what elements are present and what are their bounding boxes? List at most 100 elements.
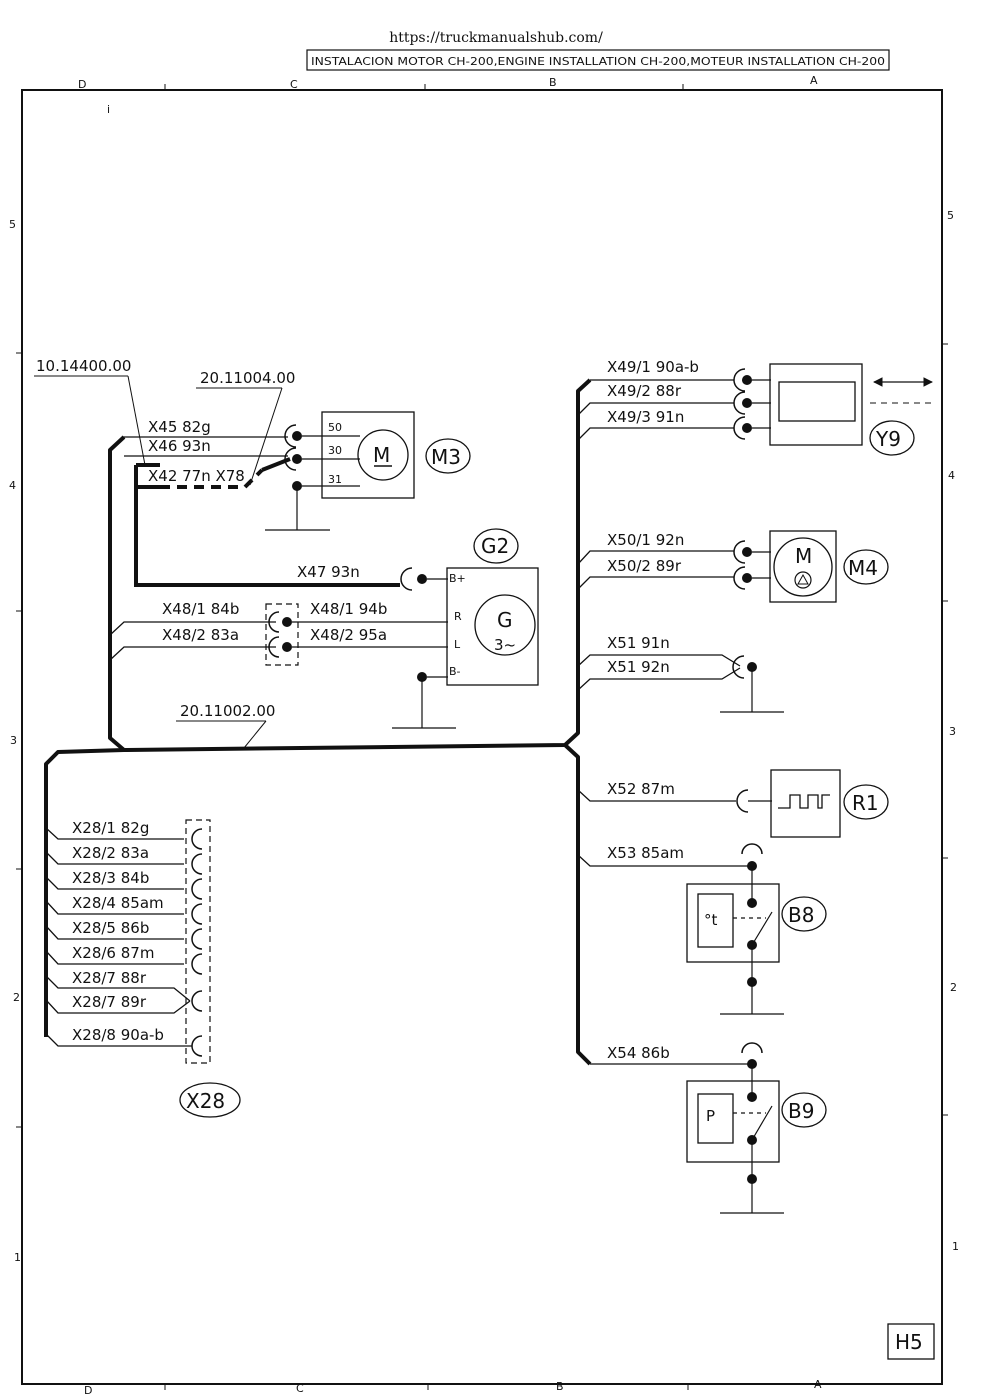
grid-column-marks — [164, 84, 689, 1390]
drawing-title: INSTALACION MOTOR CH-200,ENGINE INSTALLA… — [311, 55, 885, 68]
wire-x45: X45 82g — [148, 418, 211, 436]
m4-symbol: M — [795, 544, 812, 568]
wire-x52: X52 87m — [607, 780, 675, 798]
wire-x47: X47 93n — [297, 563, 360, 581]
x48-wires — [109, 621, 448, 661]
wire-x48-2b: X48/2 95a — [310, 626, 387, 644]
m4-label: M4 — [848, 556, 878, 580]
wire-x53: X53 85am — [607, 844, 684, 862]
g2-terminal-r: R — [454, 610, 462, 623]
m3-symbol: M — [373, 443, 390, 467]
grid-col-d-bottom: D — [84, 1384, 92, 1397]
right-branch-wires — [577, 379, 752, 1065]
r1-sensor-box — [770, 769, 841, 838]
x28-pin-6: X28/6 87m — [72, 944, 154, 962]
wire-x50-2: X50/2 89r — [607, 557, 682, 575]
source-url: https://truckmanualshub.com/ — [389, 30, 603, 46]
x28-sockets — [191, 828, 203, 1057]
m3-starter-box — [321, 411, 415, 499]
wire-x51-1: X51 91n — [607, 634, 670, 652]
m3-terminal-31: 31 — [328, 473, 342, 486]
harness-branch-g2 — [134, 465, 400, 587]
x28-pin-3: X28/3 84b — [72, 869, 149, 887]
drawing-frame — [21, 89, 943, 1385]
g2-terminal-bminus: B- — [449, 665, 461, 678]
grid-col-a-top: A — [810, 74, 818, 87]
b9-symbol: P — [706, 1107, 715, 1125]
y9-connectors — [733, 368, 746, 440]
g2-alternator-box — [446, 567, 539, 686]
grid-row-1-left: 1 — [14, 1251, 21, 1264]
m3-connectors — [284, 424, 297, 471]
wire-x42: X42 77n X78 — [148, 467, 245, 485]
harness-ref-trunk: 20.11002.00 — [180, 702, 275, 720]
grid-row-3-left: 3 — [10, 734, 17, 747]
harness-branch-x42-dashed — [160, 468, 264, 489]
grid-col-b-bottom: B — [556, 1380, 564, 1393]
b8-label: B8 — [788, 903, 814, 927]
x28-wires — [45, 827, 192, 1047]
wire-x49-3: X49/3 91n — [607, 408, 684, 426]
r1-pulse-symbol — [778, 794, 830, 809]
b8-symbol: °t — [704, 911, 718, 929]
g2-phase: 3~ — [494, 636, 516, 654]
g2-generator-symbol — [474, 594, 536, 656]
grid-col-d-top: D — [78, 78, 86, 91]
harness-branch-x42-b — [134, 465, 160, 489]
x28-pin-1: X28/1 82g — [72, 819, 149, 837]
wire-x54: X54 86b — [607, 1044, 670, 1062]
sheet-id: H5 — [895, 1330, 923, 1354]
grid-row-5-left: 5 — [9, 218, 16, 231]
m3-wires — [109, 436, 288, 457]
wire-x46: X46 93n — [148, 437, 211, 455]
x28-pin-8: X28/8 90a-b — [72, 1026, 164, 1044]
grid-row-3-right: 3 — [949, 725, 956, 738]
x48-connector-housing — [265, 603, 299, 666]
m4-motor-box — [769, 530, 837, 603]
grid-row-2-right: 2 — [950, 981, 957, 994]
wire-x49-1: X49/1 90a-b — [607, 358, 699, 376]
x28-pin-4: X28/4 85am — [72, 894, 164, 912]
wire-x48-1a: X48/1 84b — [162, 600, 239, 618]
grid-col-c-bottom: C — [296, 1382, 304, 1395]
m3-terminal-30: 30 — [328, 444, 342, 457]
grid-row-4-right: 4 — [948, 469, 955, 482]
x28-label: X28 — [186, 1089, 225, 1113]
x28-pin-2: X28/2 83a — [72, 844, 149, 862]
grid-col-a-bottom: A — [814, 1378, 822, 1391]
b9-label: B9 — [788, 1099, 814, 1123]
harness-trunk — [44, 378, 592, 1066]
g2-terminal-bplus: B+ — [449, 572, 466, 585]
grid-row-2-left: 2 — [13, 991, 20, 1004]
wire-x48-2a: X48/2 83a — [162, 626, 239, 644]
sheet-id-box — [887, 1323, 935, 1360]
grid-row-5-right: 5 — [947, 209, 954, 222]
wire-x51-2: X51 92n — [607, 658, 670, 676]
grid-col-b-top: B — [549, 76, 557, 89]
x28-pin-5: X28/5 86b — [72, 919, 149, 937]
grid-col-c-top: C — [290, 78, 298, 91]
m3-label: M3 — [431, 445, 461, 469]
wire-x49-2: X49/2 88r — [607, 382, 682, 400]
r1-label: R1 — [852, 791, 879, 815]
b9-switch-box — [686, 1080, 780, 1163]
grid-row-4-left: 4 — [9, 479, 16, 492]
y9-valve-box — [769, 363, 863, 446]
m3-motor-symbol — [357, 429, 409, 481]
stray-mark: i — [107, 103, 110, 116]
wire-x50-1: X50/1 92n — [607, 531, 684, 549]
b8-switch-box — [686, 883, 780, 963]
harness-ref-main: 10.14400.00 — [36, 357, 131, 375]
y9-label: Y9 — [875, 427, 901, 451]
x28-pin-7a: X28/7 88r — [72, 969, 147, 987]
grid-row-marks — [16, 343, 948, 1128]
x28-pin-7b: X28/7 89r — [72, 993, 147, 1011]
title-block — [306, 49, 890, 71]
g2-symbol: G — [497, 608, 513, 632]
grid-row-1-right: 1 — [952, 1240, 959, 1253]
g2-label: G2 — [481, 534, 509, 558]
x28-connector-housing — [185, 819, 211, 1064]
m3-terminal-50: 50 — [328, 421, 342, 434]
wire-x48-1b: X48/1 94b — [310, 600, 387, 618]
